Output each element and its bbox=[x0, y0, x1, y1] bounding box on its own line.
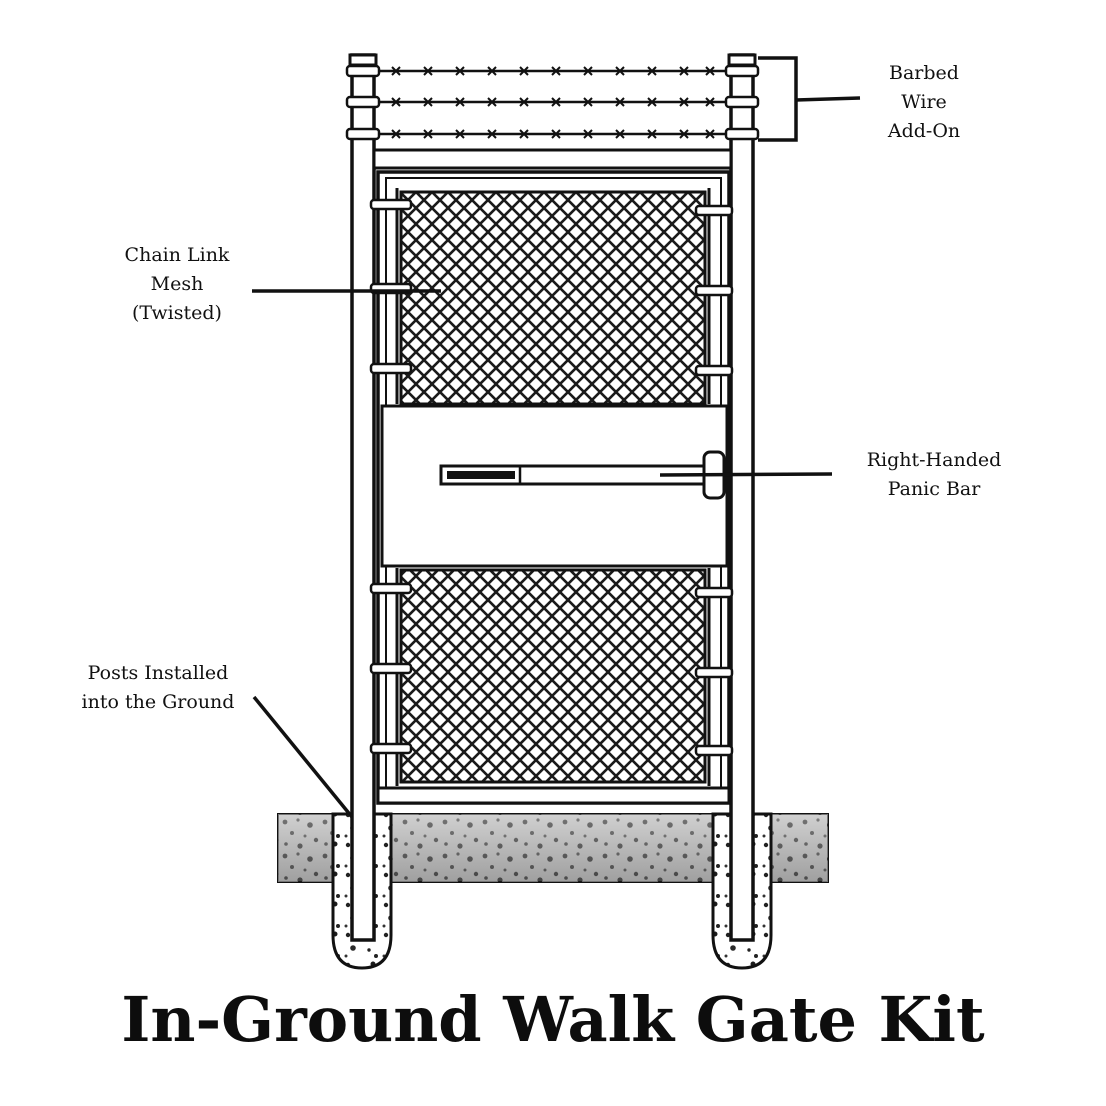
barbed-wire-leader bbox=[795, 96, 861, 102]
posts-leader bbox=[252, 695, 354, 819]
bottom-rail bbox=[376, 786, 731, 805]
callout-line: (Twisted) bbox=[132, 302, 222, 324]
callout-line: into the Ground bbox=[81, 691, 235, 713]
middle-panel bbox=[380, 404, 729, 568]
right-post bbox=[727, 53, 757, 942]
top-rail bbox=[372, 148, 733, 170]
callout-line: Chain Link bbox=[124, 244, 230, 266]
page-title: In-Ground Walk Gate Kit bbox=[121, 983, 985, 1056]
panic-bar-callout: Right-Handed Panic Bar bbox=[836, 446, 1032, 504]
callout-line: Mesh bbox=[150, 273, 204, 295]
chain-link-callout: Chain Link Mesh (Twisted) bbox=[97, 241, 257, 328]
panic-bar bbox=[439, 450, 726, 500]
posts-callout: Posts Installed into the Ground bbox=[58, 659, 258, 717]
hinges bbox=[369, 198, 734, 757]
callout-line: Wire bbox=[901, 91, 947, 113]
callout-line: Panic Bar bbox=[887, 478, 981, 500]
upper-mesh-panel bbox=[395, 188, 711, 406]
barbed-wire-callout: Barbed Wire Add-On bbox=[862, 59, 986, 146]
leader-lines bbox=[252, 56, 861, 819]
callout-line: Right-Handed bbox=[866, 449, 1002, 471]
barbed-wire bbox=[345, 64, 760, 141]
callout-line: Add-On bbox=[887, 120, 961, 142]
lower-mesh-panel bbox=[395, 568, 711, 786]
left-post bbox=[348, 53, 378, 942]
callout-line: Posts Installed bbox=[87, 662, 229, 684]
callout-line: Barbed bbox=[889, 62, 959, 84]
barbed-wire-bracket bbox=[758, 56, 798, 142]
panic-bar-leader bbox=[659, 472, 833, 477]
